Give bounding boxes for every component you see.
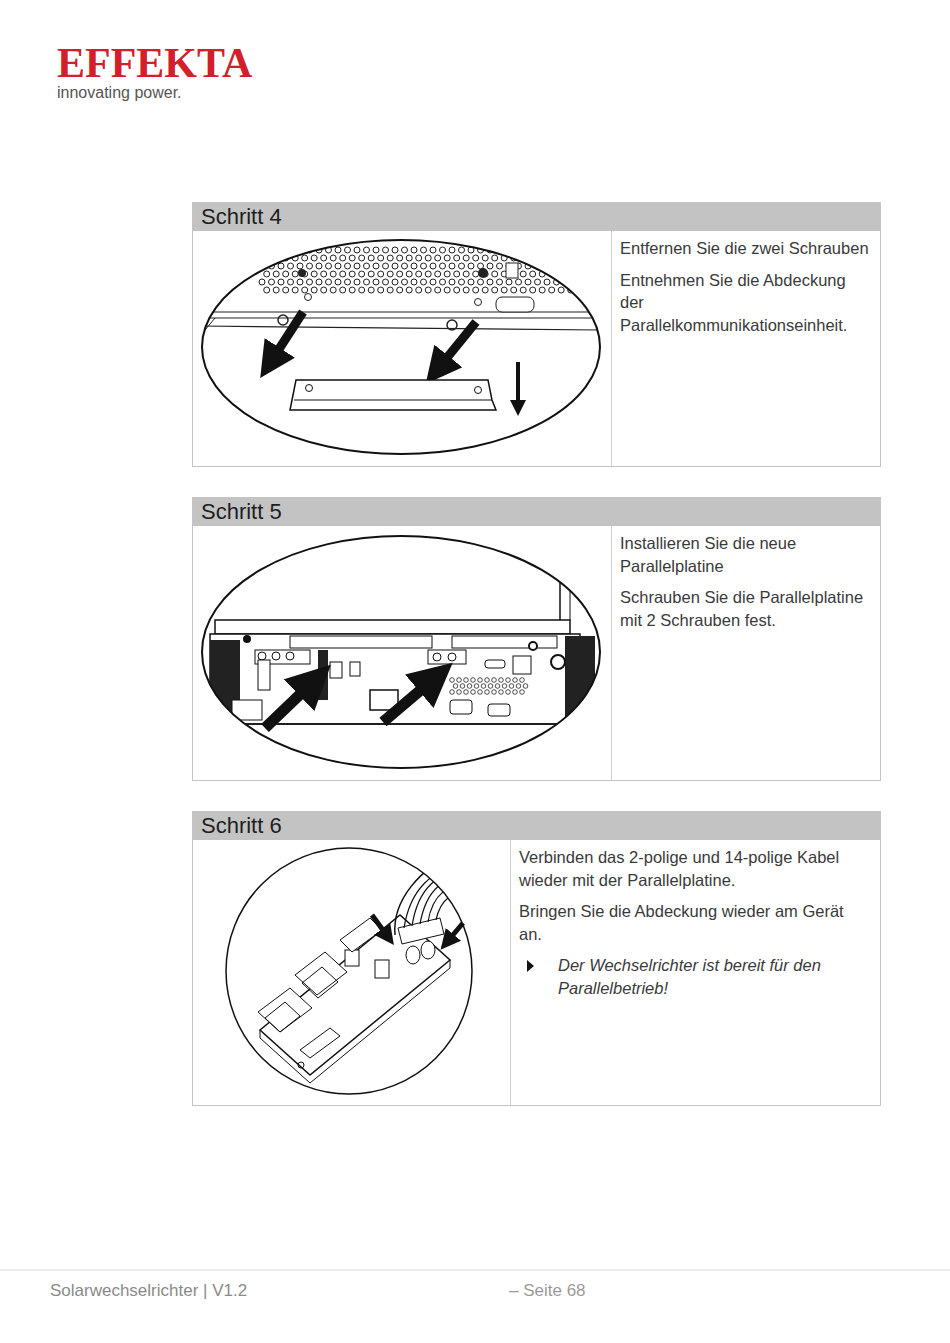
board-install-figure [202,536,600,768]
instruction-text: Installieren Sie die neue Parallelplatin… [620,532,870,577]
page-number: – Seite 68 [509,1281,586,1300]
step-6-panel: Schritt 6 Verbinden das 2-polige und 14-p… [192,811,881,1106]
instruction-text: Entnehmen Sie die Abdeckung der Parallel… [620,269,870,337]
bullet-marker [527,960,534,972]
instruction-text: Schrauben Sie die Parallelplatine mit 2 … [620,586,870,631]
step-5-panel: Schritt 5 Installieren Sie die neue Paral… [192,497,881,781]
step-heading: Schritt 6 [193,812,880,840]
footer-document: Solarwechselrichter | V1.2 [50,1281,247,1300]
instruction-cell: Verbinden das 2-polige und 14-polige Kab… [510,840,880,1105]
step-heading: Schritt 5 [193,498,880,526]
instruction-cell: Installieren Sie die neue Parallelplatin… [611,526,880,780]
step-heading: Schritt 4 [193,203,880,231]
brand-tagline: innovating power. [57,84,182,102]
instruction-text: Verbinden das 2-polige und 14-polige Kab… [519,846,870,891]
cable-connect-figure [226,848,480,1094]
footer-rule [0,1270,950,1271]
result-note: Der Wechselrichter ist bereit für den Pa… [519,954,870,999]
instruction-text: Entfernen Sie die zwei Schrauben [620,237,870,260]
instruction-text: Bringen Sie die Abdeckung wieder am Gerä… [519,900,870,945]
step-4-panel: Schritt 4Entfernen Sie die zwei Schraube… [192,202,881,467]
cover-removal-figure [195,235,615,454]
instruction-cell: Entfernen Sie die zwei SchraubenEntnehme… [611,231,880,466]
brand-logo: EFFEKTA [57,40,252,86]
